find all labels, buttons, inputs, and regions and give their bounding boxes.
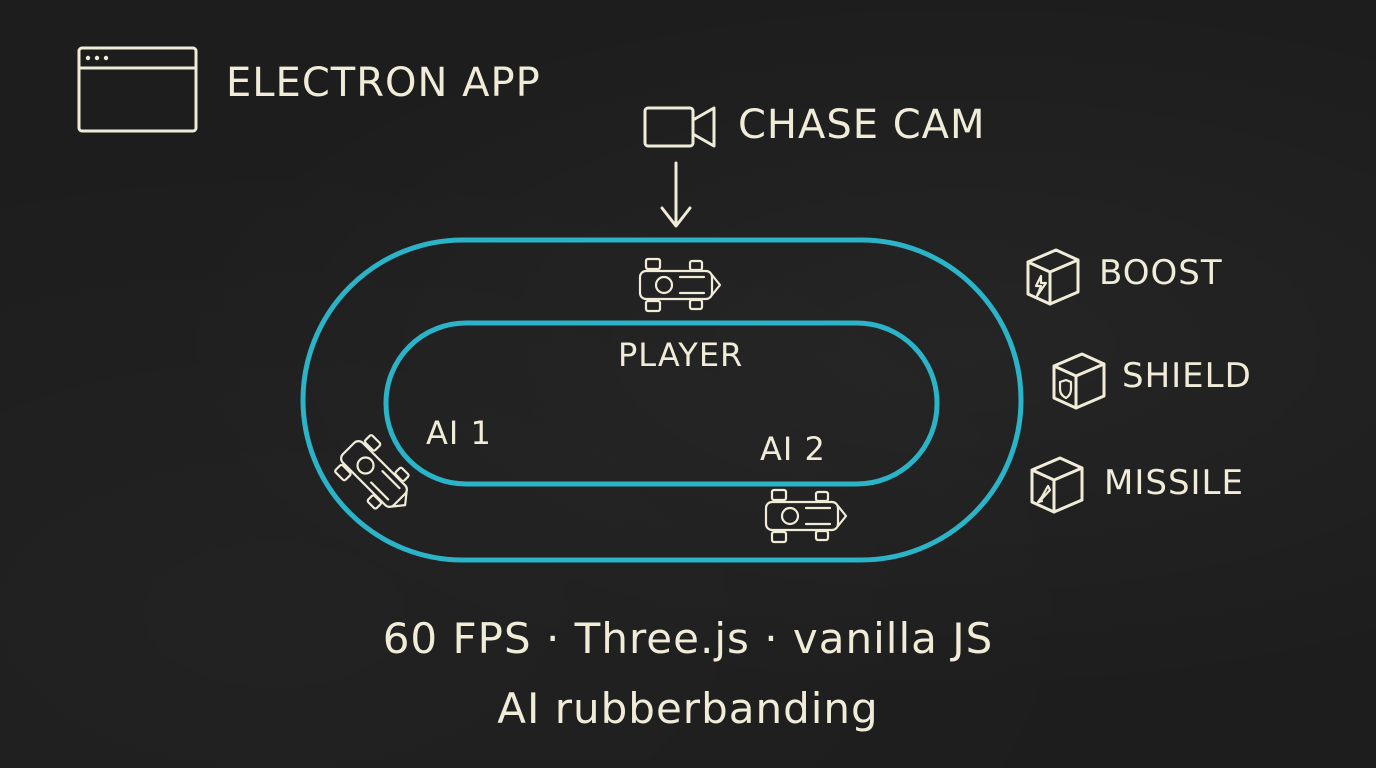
shield-label: SHIELD (1122, 356, 1252, 396)
arrow-down-icon (660, 161, 692, 228)
rocket-crate-icon (1030, 456, 1084, 514)
shield-crate-icon (1052, 352, 1106, 410)
go-kart-icon-ai2 (764, 488, 848, 544)
missile-label: MISSILE (1104, 463, 1244, 503)
lightning-crate-icon (1026, 248, 1080, 306)
inner-track (383, 320, 940, 487)
outer-track (300, 237, 1024, 563)
electron-app-label: ELECTRON APP (226, 60, 541, 106)
go-kart-icon-player (638, 257, 722, 313)
video-camera-icon (643, 106, 716, 148)
boost-label: BOOST (1099, 253, 1223, 293)
player-label: PLAYER (618, 336, 744, 374)
footer-tech-stack: 60 FPS · Three.js · vanilla JS (382, 614, 994, 663)
window-icon (77, 46, 198, 133)
ai2-label: AI 2 (760, 430, 826, 468)
footer-ai-note: AI rubberbanding (497, 684, 879, 733)
chase-cam-label: CHASE CAM (738, 102, 986, 148)
ai1-label: AI 1 (426, 414, 492, 452)
